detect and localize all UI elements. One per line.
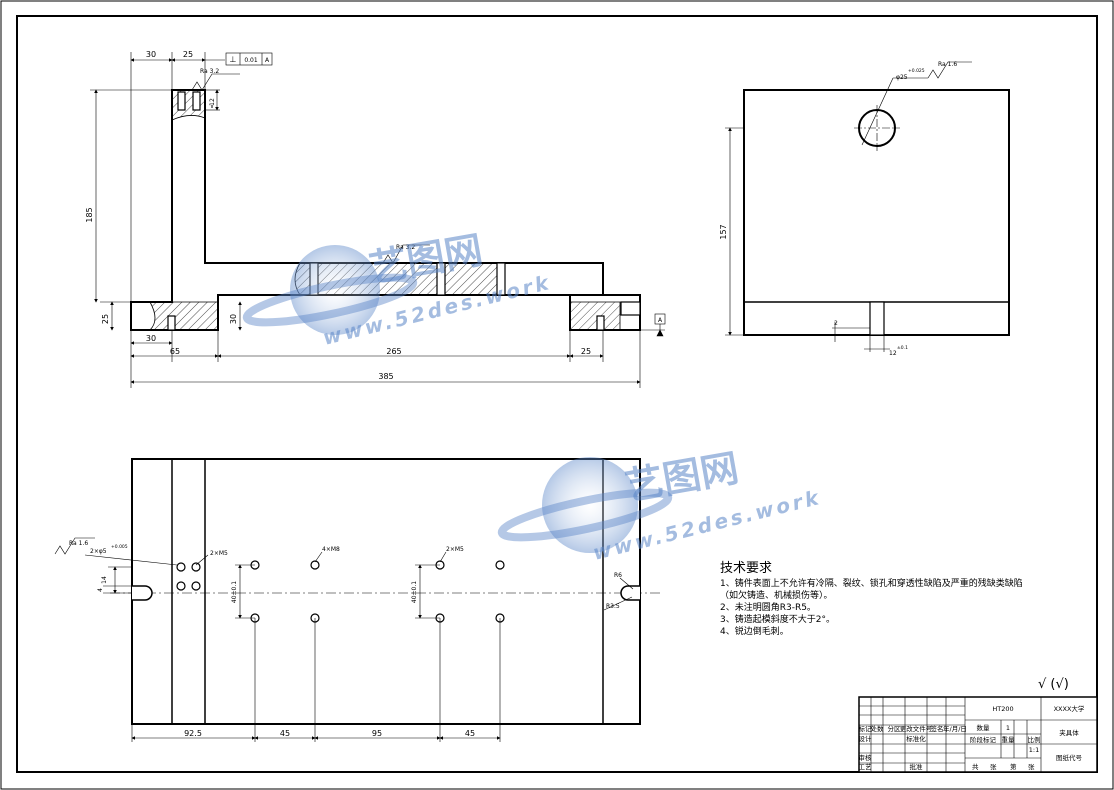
pv-2m5-b: 2×M5 bbox=[446, 546, 464, 553]
tb-mark-label: 标记 bbox=[859, 724, 873, 733]
flatness-symbol: ⊥ bbox=[230, 55, 237, 64]
tb-sign-label: 签名 bbox=[931, 724, 944, 733]
sheet-inner-border bbox=[16, 15, 1098, 773]
dim-30-block: 30 bbox=[229, 314, 238, 324]
tb-sheet-word: 张 bbox=[990, 762, 997, 771]
technical-notes: 技术要求 1、铸件表面上不允许有冷隔、裂纹、锁孔和穿透性缺陷及严重的残缺类缺陷 … bbox=[720, 561, 1069, 692]
tb-scale: 1:1 bbox=[1029, 746, 1039, 754]
pv-r6: R6 bbox=[614, 572, 622, 579]
dim-185: 185 bbox=[85, 207, 94, 222]
ra-mid: Ra 3.2 bbox=[396, 244, 415, 251]
dim-tol-frame: 0.01 bbox=[244, 57, 258, 64]
tb-material: HT200 bbox=[992, 705, 1013, 713]
tb-process-label: 工艺 bbox=[859, 763, 873, 771]
side-view: φ25 +0.025 Ra 1.6 157 2 12 ±0.1 bbox=[719, 61, 1010, 357]
notes-line-5: 4、锐边倒毛刺。 bbox=[720, 625, 789, 637]
rv-2: 2 bbox=[834, 320, 838, 327]
plan-holes bbox=[176, 560, 505, 623]
tb-scale-label: 比例 bbox=[1028, 735, 1041, 744]
datum-a-label: A bbox=[658, 317, 663, 324]
tb-school: XXXX大学 bbox=[1054, 704, 1085, 713]
front-view-outline bbox=[130, 89, 604, 331]
dim-datum-ref: A bbox=[265, 57, 270, 64]
pv-r35: R3.5 bbox=[606, 603, 620, 610]
rv-12-tol: ±0.1 bbox=[897, 345, 908, 351]
pv-14: 14 bbox=[101, 576, 108, 584]
slot-right bbox=[620, 585, 640, 601]
rv-12: 12 bbox=[889, 350, 897, 357]
notes-title: 技术要求 bbox=[720, 561, 772, 576]
side-view-outline bbox=[743, 89, 1010, 336]
dim-bot-30: 30 bbox=[146, 334, 156, 343]
dim-top-25: 25 bbox=[183, 50, 193, 59]
ra-top: Ra 3.2 bbox=[200, 68, 219, 75]
tb-date-label: 年/月/日 bbox=[943, 724, 967, 733]
pv-2phi5-tol: +0.005 bbox=[111, 544, 128, 550]
rv-ra16: Ra 1.6 bbox=[938, 61, 957, 68]
tb-design-label: 设计 bbox=[859, 734, 873, 743]
dim-bot-65: 65 bbox=[170, 347, 180, 356]
pv-95: 95 bbox=[372, 729, 382, 738]
tb-std-label: 标准化 bbox=[906, 734, 926, 743]
dim-bot-385: 385 bbox=[378, 372, 393, 381]
tb-change-label: 更改文件号 bbox=[900, 724, 933, 733]
tb-count-label: 处数 bbox=[871, 724, 885, 733]
tb-drawing-code: 图纸代号 bbox=[1056, 753, 1083, 762]
notes-line-1: 1、铸件表面上不允许有冷隔、裂纹、锁孔和穿透性缺陷及严重的残缺类缺陷 bbox=[720, 577, 1023, 589]
tb-sheet-total: 共 bbox=[972, 762, 979, 771]
tb-review-label: 审核 bbox=[859, 753, 873, 762]
roughness-default: √ (√) bbox=[1038, 677, 1069, 692]
section-right-foot bbox=[569, 301, 621, 331]
pv-ra16: Ra 1.6 bbox=[69, 540, 88, 547]
notes-line-2: （如欠铸造、机械损伤等）。 bbox=[720, 589, 833, 601]
dim-bot-25: 25 bbox=[581, 347, 591, 356]
pv-925: 92.5 bbox=[184, 729, 202, 738]
notes-line-3: 2、未注明圆角R3-R5。 bbox=[720, 601, 816, 613]
pv-40a: 40±0.1 bbox=[231, 581, 238, 603]
pv-4m8: 4×M8 bbox=[322, 546, 340, 553]
plan-view: Ra 1.6 2×φ5 +0.005 2×M5 4×M8 2×M5 14 4 4… bbox=[54, 458, 660, 742]
slot-left bbox=[132, 585, 153, 601]
tb-weight-label: 重量 bbox=[1002, 736, 1016, 744]
rv-157: 157 bbox=[719, 224, 728, 239]
rv-phi25: φ25 bbox=[896, 74, 908, 81]
tb-sheet-no: 第 bbox=[1010, 762, 1017, 771]
watermark-bottom-cn: 艺图网 bbox=[622, 446, 742, 509]
pv-4: 4 bbox=[97, 588, 104, 592]
tb-zone-label: 分区 bbox=[888, 724, 902, 733]
pv-2phi5: 2×φ5 bbox=[90, 548, 107, 555]
dim-12: 12 bbox=[209, 98, 216, 106]
dim-bot-265: 265 bbox=[386, 347, 401, 356]
tb-approve-label: 批准 bbox=[910, 762, 924, 771]
tb-qty: 1 bbox=[1006, 724, 1010, 732]
tb-qty-label: 数量 bbox=[977, 723, 991, 732]
watermark-bottom: 艺图网 www.52des.work bbox=[497, 446, 824, 565]
section-left-foot bbox=[149, 301, 219, 331]
dim-top-30: 30 bbox=[146, 50, 156, 59]
tb-stage-label: 阶段标记 bbox=[970, 735, 997, 744]
title-block: HT200 XXXX大学 夹具体 图纸代号 数量 1 重量 比例 1:1 阶段标… bbox=[858, 696, 1098, 773]
notes-line-4: 3、铸造起模斜度不大于2°。 bbox=[720, 613, 835, 625]
tb-part-name: 夹具体 bbox=[1059, 728, 1079, 737]
pv-45b: 45 bbox=[465, 729, 475, 738]
tb-sheet-word2: 张 bbox=[1028, 762, 1035, 771]
pv-45a: 45 bbox=[280, 729, 290, 738]
pv-2m5-a: 2×M5 bbox=[210, 550, 228, 557]
pv-40b: 40±0.1 bbox=[411, 581, 418, 603]
dim-25-left: 25 bbox=[101, 314, 110, 324]
rv-phi25-tol: +0.025 bbox=[908, 68, 925, 74]
